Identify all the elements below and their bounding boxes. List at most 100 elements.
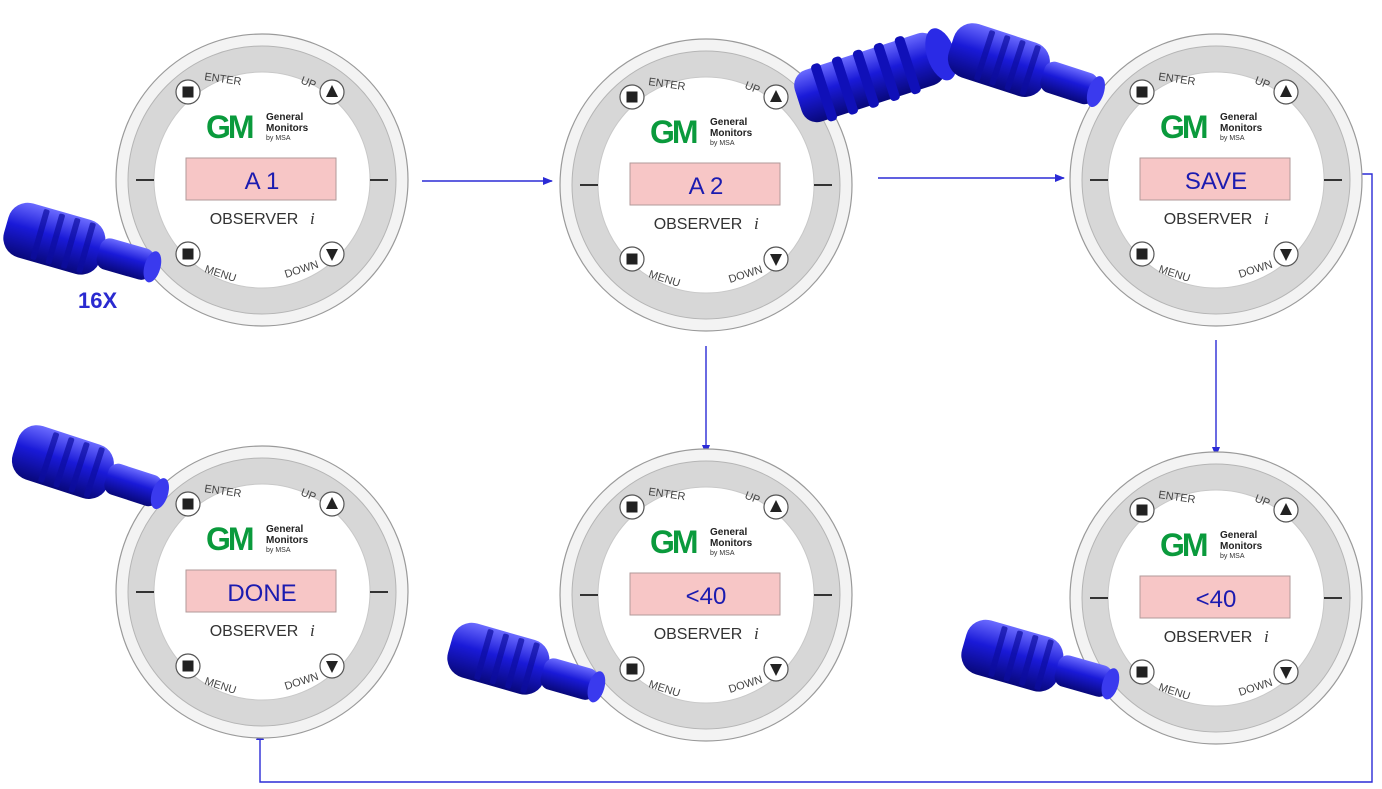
logo-line1: General [710, 527, 747, 538]
up-label: UP [1253, 75, 1272, 92]
logo-line2: Monitors [710, 128, 753, 139]
logo-line2: Monitors [266, 535, 309, 546]
up-label: UP [743, 490, 762, 507]
up-button[interactable] [763, 84, 789, 110]
triangle-down-icon [326, 249, 338, 261]
square-icon [182, 86, 194, 98]
down-button[interactable] [319, 653, 345, 679]
lcd-display-text: A 2 [689, 173, 724, 200]
lcd-display [629, 572, 781, 616]
enter-button[interactable] [1129, 79, 1155, 105]
menu-button[interactable] [1129, 241, 1155, 267]
up-button[interactable] [319, 491, 345, 517]
logo-line3: by MSA [266, 135, 291, 142]
magnet-tool [961, 619, 1120, 700]
menu-button[interactable] [1129, 659, 1155, 685]
down-button[interactable] [763, 246, 789, 272]
logo-line2: Monitors [1220, 123, 1263, 134]
up-button[interactable] [1273, 497, 1299, 523]
down-button[interactable] [1273, 241, 1299, 267]
logo-line3: by MSA [710, 550, 735, 557]
magnet-tool [794, 28, 957, 123]
lcd-display [185, 157, 337, 201]
triangle-up-icon [326, 85, 338, 97]
lcd-display [1139, 575, 1291, 619]
up-label: UP [299, 75, 318, 92]
magnet-tool [947, 23, 1105, 108]
up-button[interactable] [763, 494, 789, 520]
up-label: UP [299, 487, 318, 504]
gm-logo-mark: GM [650, 114, 697, 150]
triangle-up-icon [1280, 85, 1292, 97]
enter-label: ENTER [648, 486, 687, 503]
triangle-up-icon [326, 497, 338, 509]
triangle-down-icon [770, 664, 782, 676]
up-label: UP [1253, 493, 1272, 510]
enter-button[interactable] [619, 494, 645, 520]
gm-logo-mark: GM [1160, 527, 1207, 563]
enter-label: ENTER [204, 483, 243, 500]
enter-button[interactable] [175, 491, 201, 517]
model-info-mark: i [754, 624, 759, 643]
magnet-tool [447, 622, 606, 703]
lcd-display [629, 162, 781, 206]
gm-logo-mark: GM [206, 109, 253, 145]
up-label: UP [743, 80, 762, 97]
menu-button[interactable] [175, 653, 201, 679]
square-icon [182, 498, 194, 510]
magnet-tool [3, 202, 162, 283]
gm-logo-mark: GM [206, 521, 253, 557]
logo-line1: General [1220, 112, 1257, 123]
square-icon [1136, 666, 1148, 678]
model-info-mark: i [754, 214, 759, 233]
model-label: OBSERVER [210, 623, 299, 640]
model-label: OBSERVER [210, 211, 299, 228]
enter-button[interactable] [175, 79, 201, 105]
up-button[interactable] [319, 79, 345, 105]
logo-line2: Monitors [710, 538, 753, 549]
lcd-display-text: <40 [686, 583, 727, 610]
logo-line3: by MSA [1220, 135, 1245, 142]
lcd-display-text: A 1 [245, 168, 280, 195]
triangle-down-icon [770, 254, 782, 266]
menu-button[interactable] [619, 656, 645, 682]
square-icon [182, 248, 194, 260]
magnet-group [3, 23, 1120, 703]
square-icon [1136, 504, 1148, 516]
lcd-display-text: SAVE [1185, 168, 1247, 195]
logo-line1: General [266, 524, 303, 535]
model-info-mark: i [1264, 209, 1269, 228]
logo-line2: Monitors [266, 123, 309, 134]
up-button[interactable] [1273, 79, 1299, 105]
lcd-display-text: <40 [1196, 586, 1237, 613]
tap-count-label: 16X [78, 288, 117, 313]
menu-button[interactable] [175, 241, 201, 267]
down-button[interactable] [763, 656, 789, 682]
logo-line3: by MSA [710, 140, 735, 147]
triangle-down-icon [1280, 249, 1292, 261]
model-label: OBSERVER [1164, 211, 1253, 228]
logo-line1: General [266, 112, 303, 123]
down-button[interactable] [1273, 659, 1299, 685]
down-button[interactable] [319, 241, 345, 267]
enter-button[interactable] [1129, 497, 1155, 523]
model-info-mark: i [1264, 627, 1269, 646]
square-icon [626, 501, 638, 513]
square-icon [626, 91, 638, 103]
enter-label: ENTER [1158, 489, 1197, 506]
enter-button[interactable] [619, 84, 645, 110]
menu-button[interactable] [619, 246, 645, 272]
gm-logo-mark: GM [650, 524, 697, 560]
